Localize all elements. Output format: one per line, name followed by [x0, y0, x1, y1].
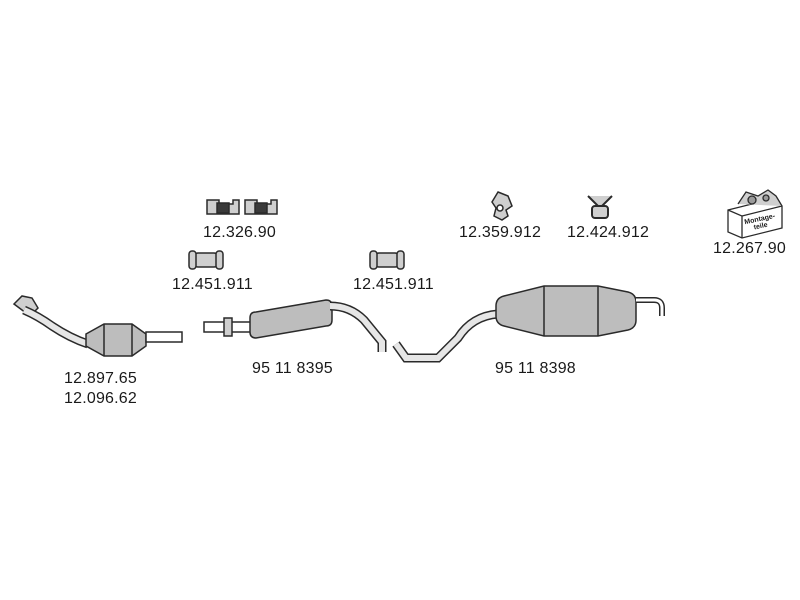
rubber-mount-pair-drawing[interactable]	[206, 199, 278, 215]
rubber-mount-pair-number: 12.326.90	[203, 224, 276, 241]
mounting-kit-number: 12.267.90	[713, 240, 786, 257]
clamp-right-number: 12.451.911	[353, 276, 434, 293]
y-hanger-drawing[interactable]	[587, 195, 613, 219]
rubber-hanger-number: 12.359.912	[459, 224, 542, 241]
rear-silencer-drawing[interactable]	[392, 285, 665, 363]
mounting-kit-box-drawing[interactable]	[727, 189, 783, 239]
middle-silencer-number: 95 11 8395	[252, 360, 333, 377]
rubber-hanger-drawing[interactable]	[491, 191, 513, 221]
clamp-left-drawing[interactable]	[188, 250, 224, 270]
catalytic-converter-drawing[interactable]	[12, 295, 183, 357]
y-hanger-number: 12.424.912	[567, 224, 650, 241]
catalytic-converter-number-1: 12.897.65	[64, 370, 137, 387]
clamp-left-number: 12.451.911	[172, 276, 253, 293]
rear-silencer-number: 95 11 8398	[495, 360, 576, 377]
clamp-right-drawing[interactable]	[369, 250, 405, 270]
catalytic-converter-number-2: 12.096.62	[64, 390, 137, 407]
middle-silencer-drawing[interactable]	[203, 299, 387, 352]
